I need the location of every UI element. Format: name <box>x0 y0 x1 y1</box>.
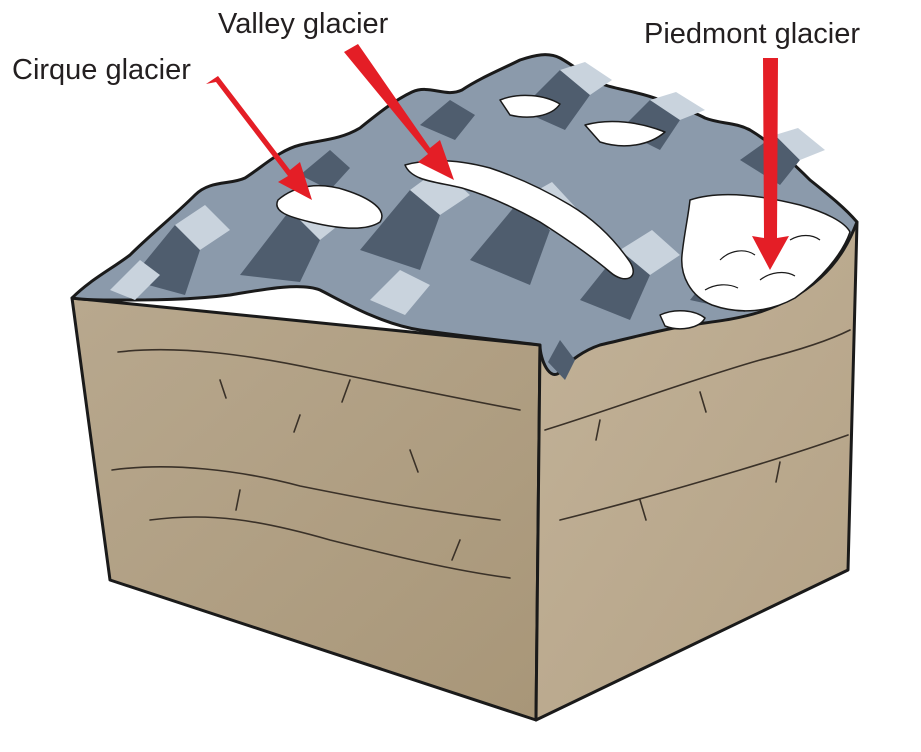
piedmont-crevasses <box>704 234 821 291</box>
piedmont-glacier-label: Piedmont glacier <box>644 18 860 50</box>
piedmont-arrow <box>752 58 789 270</box>
valley-arrow <box>344 44 454 180</box>
valley-glacier-label: Valley glacier <box>218 8 389 40</box>
rock-strata-lines <box>111 329 851 579</box>
pointer-arrows <box>206 44 789 270</box>
valley-glacier-ice <box>404 159 634 280</box>
rock-block-front-face <box>70 296 542 722</box>
cirque-arrow <box>206 76 312 200</box>
cirque-glacier-label: Cirque glacier <box>12 54 191 86</box>
cirque-glacier-ice <box>276 184 383 229</box>
